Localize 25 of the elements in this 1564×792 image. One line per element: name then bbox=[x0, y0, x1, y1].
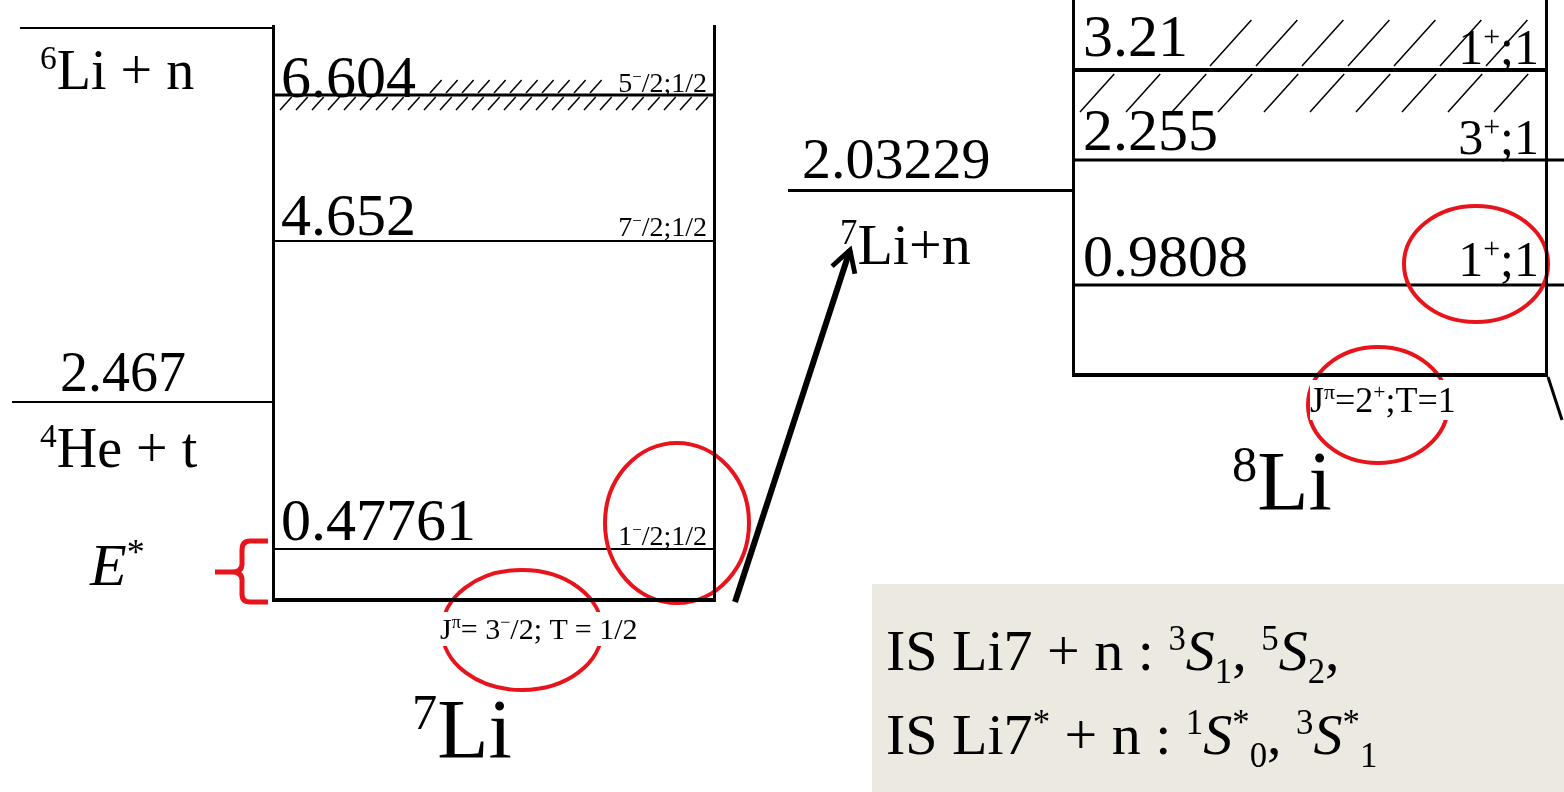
level-scheme-box bbox=[272, 25, 716, 602]
energy-value: 4.652 bbox=[281, 185, 416, 245]
spin-parity-label: 1$^{+}$;1 bbox=[1458, 234, 1539, 284]
spin-parity-label: 5$^{−}$/2;1/2 bbox=[618, 69, 707, 97]
threshold-energy: 2.03229 bbox=[802, 130, 991, 188]
nucleus-label: $^{7}$Li bbox=[412, 688, 512, 772]
spin-parity-label: 3$^{+}$;1 bbox=[1458, 112, 1539, 162]
spin-parity-label: 1$^{+}$;1 bbox=[1458, 22, 1539, 72]
energy-value: 3.21 bbox=[1083, 6, 1188, 66]
reaction-channel-label: $^{4}$He + t bbox=[40, 420, 198, 476]
arrow bbox=[732, 247, 858, 603]
spin-parity-label: 7$^{−}$/2;1/2 bbox=[618, 213, 707, 241]
energy-value: 0.9808 bbox=[1083, 226, 1248, 286]
spin-isospin-label: J$^{π}$= 3$^{−}$/2; T = 1/2 bbox=[440, 612, 638, 646]
energy-value: 0.47761 bbox=[281, 490, 476, 550]
level-scheme-box bbox=[1072, 0, 1548, 377]
spin-isospin-label: J$^{π}$=2$^{+}$;T=1 bbox=[1310, 380, 1456, 420]
equation-panel bbox=[872, 584, 1564, 792]
reaction-channel-label: $^{6}$Li + n bbox=[40, 42, 195, 98]
excitation-energy-symbol: E$^{*}$ bbox=[90, 535, 145, 595]
threshold-energy: 2.467 bbox=[60, 344, 186, 400]
threshold-channel: $^{7}$Li+n bbox=[840, 216, 971, 274]
nucleus-label: $^{8}$Li bbox=[1232, 440, 1332, 524]
spin-parity-label: 1$^{−}$/2;1/2 bbox=[618, 522, 707, 550]
energy-value: 2.255 bbox=[1083, 100, 1218, 160]
